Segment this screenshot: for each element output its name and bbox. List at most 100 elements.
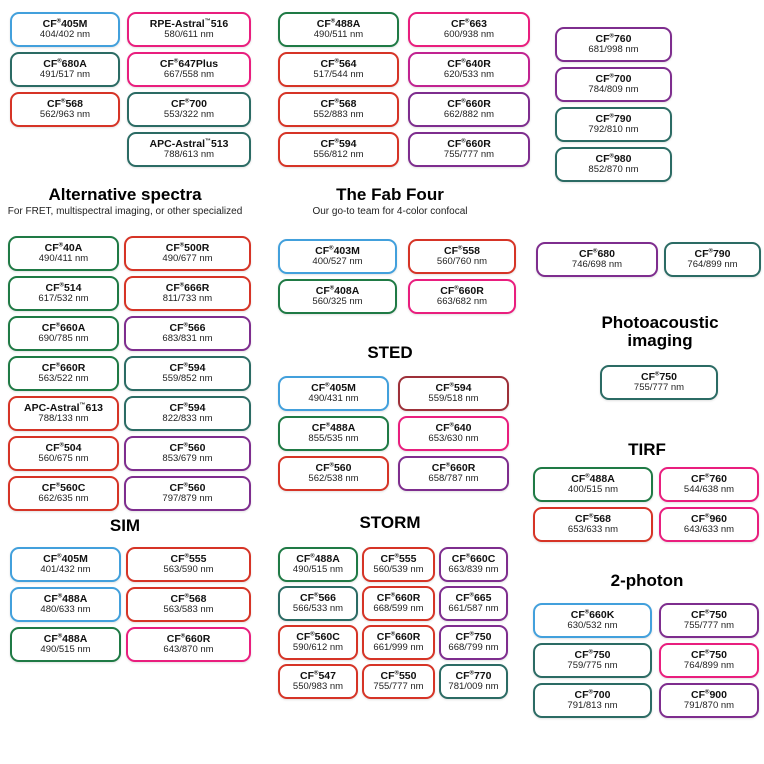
dye-name: CF®547 xyxy=(300,670,336,682)
dye-ex-em-value: 491/517 nm xyxy=(39,69,91,81)
dye-name: CF®550 xyxy=(380,670,417,682)
dye-name: CF®660A xyxy=(41,322,86,334)
sted-header: STED xyxy=(268,343,512,362)
dye-name: CF®660R xyxy=(376,592,421,604)
dye-name: CF®488A xyxy=(316,18,361,30)
dye-ex-em-value: 764/899 nm xyxy=(687,259,738,271)
dye-name: CF®594 xyxy=(320,138,357,150)
dye-name: CF®555 xyxy=(170,553,207,565)
dye-name: CF®790 xyxy=(694,248,731,260)
dye-ex-em-value: 792/810 nm xyxy=(588,124,639,136)
dye-name: CF®488A xyxy=(43,633,88,645)
dye-name: CF®568 xyxy=(47,98,83,110)
dye-ex-em-value: 797/879 nm xyxy=(162,493,213,505)
dye-ex-em-value: 662/882 nm xyxy=(443,109,495,121)
dye-ex-em-value: 490/431 nm xyxy=(308,393,359,405)
dye-name: CF®568 xyxy=(170,593,207,605)
dye-name: CF®660R xyxy=(376,631,421,643)
dye-ex-em-value: 791/870 nm xyxy=(683,700,735,712)
dye-name: CF®660R xyxy=(447,138,491,150)
two-photon-title: 2-photon xyxy=(610,571,684,590)
dye-ex-em-value: 662/635 nm xyxy=(38,493,89,505)
dye-ex-em-value: 566/533 nm xyxy=(292,603,344,615)
dye-name: CF®594 xyxy=(169,362,206,374)
dye-name: CF®566 xyxy=(169,322,206,334)
dye-name: CF®660R xyxy=(431,462,476,474)
dye-name: CF®504 xyxy=(45,442,82,454)
dye-ex-em-value: 560/539 nm xyxy=(373,564,424,576)
dye-ex-em-value: 852/870 nm xyxy=(588,164,639,176)
dye-ex-em-value: 661/587 nm xyxy=(448,603,499,615)
dye-name: APC-Astral™513 xyxy=(149,138,229,150)
dye-ex-em-value: 620/533 nm xyxy=(443,69,495,81)
dye-ex-em-value: 653/630 nm xyxy=(428,433,479,445)
dye-ex-em-value: 668/799 nm xyxy=(448,642,499,654)
dye-name: CF®564 xyxy=(320,58,357,70)
dye-ex-em-value: 746/698 nm xyxy=(571,259,623,271)
alt-spectra-subtitle: For FRET, multispectral imaging, or othe… xyxy=(7,206,243,218)
dye-name: CF®500R xyxy=(165,242,210,254)
dye-ex-em-value: 401/432 nm xyxy=(40,564,91,576)
dye-ex-em-value: 811/733 nm xyxy=(162,293,213,305)
dye-ex-em-value: 855/535 nm xyxy=(308,433,359,445)
dye-name: CF®566 xyxy=(300,592,336,604)
tirf-title: TIRF xyxy=(628,440,666,459)
dye-ex-em-value: 550/983 nm xyxy=(292,681,344,693)
dye-ex-em-value: 560/325 nm xyxy=(312,296,363,308)
dye-name: CF®660C xyxy=(451,553,496,565)
dye-ex-em-value: 781/009 nm xyxy=(448,681,499,693)
dye-name: CF®750 xyxy=(455,631,492,643)
dye-ex-em-value: 400/527 nm xyxy=(312,256,363,268)
dye-ex-em-value: 788/133 nm xyxy=(38,413,89,425)
dye-name: CF®760 xyxy=(595,33,632,45)
dye-ex-em-value: 643/633 nm xyxy=(683,524,735,536)
dye-name: CF®660R xyxy=(41,362,86,374)
dye-ex-em-value: 480/633 nm xyxy=(40,604,91,616)
dye-name: CF®750 xyxy=(641,371,677,383)
dye-name: CF®760 xyxy=(691,473,727,485)
tirf-header: TIRF xyxy=(530,440,764,459)
dye-name: CF®750 xyxy=(691,649,727,661)
alt-spectra-header: Alternative spectra For FRET, multispect… xyxy=(0,185,250,218)
dye-name: CF®408A xyxy=(315,285,360,297)
dye-ex-em-value: 755/777 nm xyxy=(683,620,735,632)
dye-ex-em-value: 600/938 nm xyxy=(443,29,495,41)
dye-name: CF®514 xyxy=(45,282,82,294)
dye-ex-em-value: 580/611 nm xyxy=(164,29,214,41)
